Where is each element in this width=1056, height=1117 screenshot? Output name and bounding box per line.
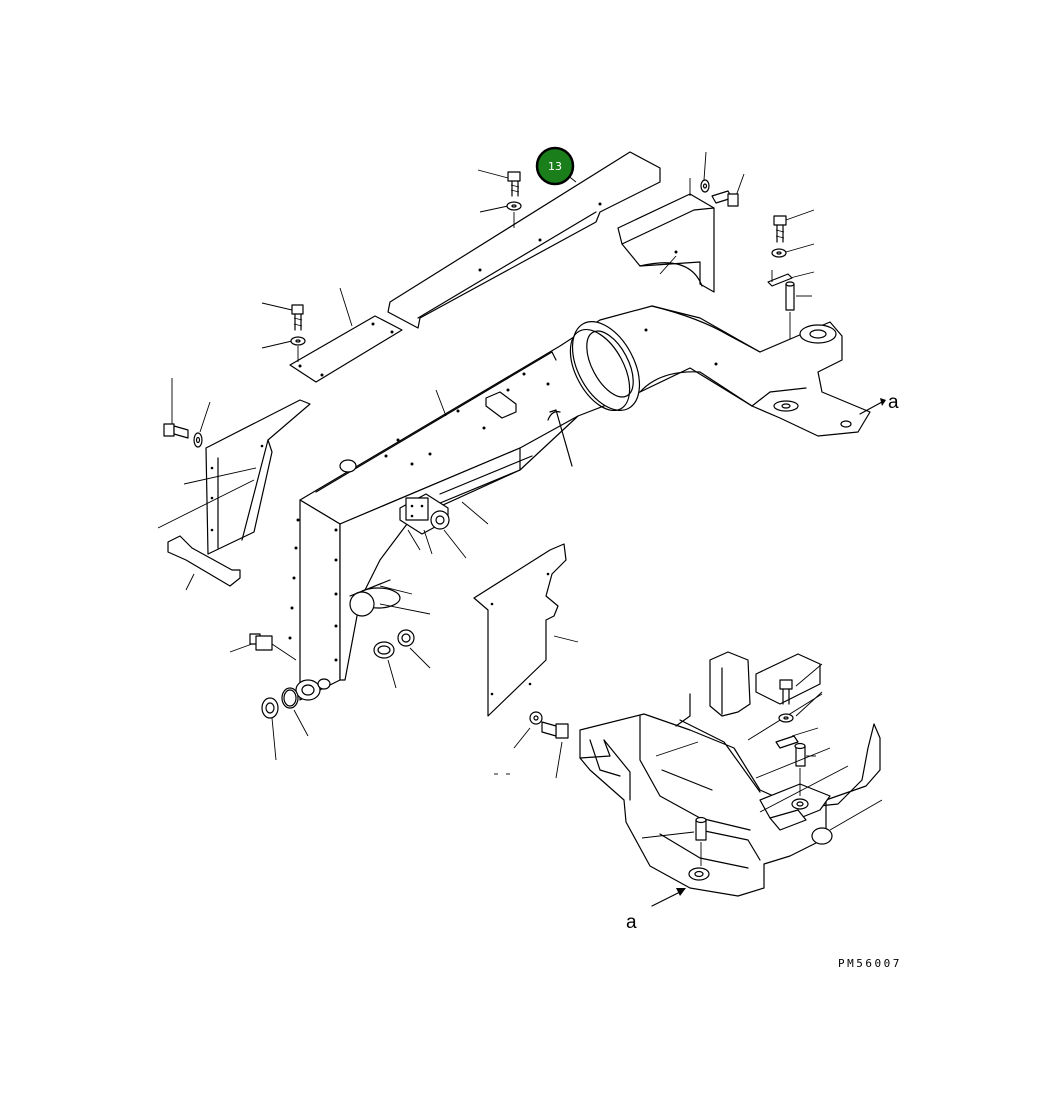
step-bar xyxy=(167,535,241,591)
drawing-code: PM56007 xyxy=(838,957,902,970)
bolt-top-right xyxy=(711,173,745,207)
top-cover-plate xyxy=(387,151,661,329)
washer-left xyxy=(193,401,211,448)
middle-side-plate xyxy=(473,543,579,717)
bolt-top-center xyxy=(477,169,521,197)
washer-right-top xyxy=(771,243,815,258)
o-rings xyxy=(373,629,431,689)
left-side-bracket xyxy=(157,399,311,555)
bolt-right-top xyxy=(773,209,815,243)
lock-plate-right-top xyxy=(767,270,815,287)
view-label-a-lower: a xyxy=(626,912,637,933)
view-arrow-upper xyxy=(859,398,886,415)
washer-lower-right xyxy=(778,691,823,723)
leader-rail xyxy=(461,501,489,525)
washers-lower-left xyxy=(261,687,309,761)
top-right-bracket xyxy=(617,178,715,293)
bolt-left xyxy=(163,378,189,439)
lock-plate-lower-right xyxy=(775,727,819,749)
callout-13[interactable]: 13 xyxy=(535,146,575,186)
bolt-small-plate xyxy=(261,302,304,331)
leader-frame xyxy=(435,389,447,417)
small-cover-plate xyxy=(289,287,403,383)
washer-small-plate xyxy=(261,336,306,362)
washer-top-center xyxy=(479,201,522,228)
callout-circle xyxy=(535,146,575,186)
washer-top-right xyxy=(700,151,710,193)
sleeve-bushing xyxy=(349,579,431,617)
main-frame xyxy=(288,305,871,701)
lower-assembly-view xyxy=(579,651,883,897)
view-label-a-upper: a xyxy=(888,392,899,413)
bolt-middle xyxy=(494,721,569,779)
washer-middle xyxy=(513,711,543,749)
bolt-lower-right xyxy=(779,663,823,705)
center-coupler xyxy=(399,493,467,559)
view-arrow-lower xyxy=(651,888,686,907)
grease-fitting xyxy=(229,633,297,661)
callout-number: 13 xyxy=(548,160,562,173)
